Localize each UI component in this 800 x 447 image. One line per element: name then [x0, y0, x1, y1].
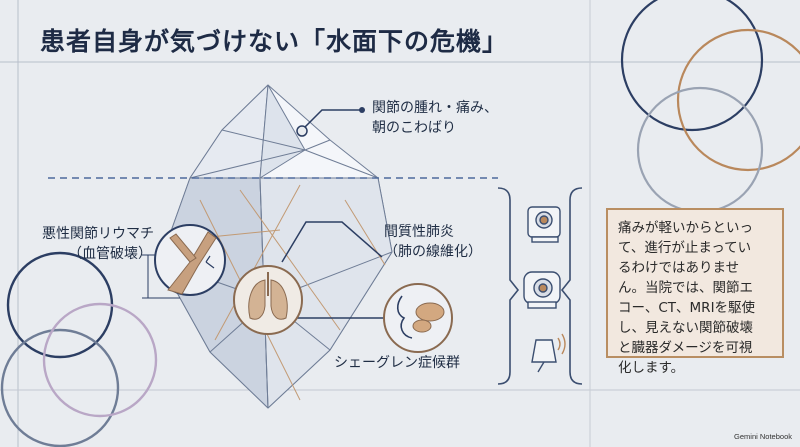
message-line: 化します。: [618, 360, 685, 376]
message-line: ん。当院では、関節エ: [618, 280, 753, 296]
message-line: るわけではありませ: [618, 260, 740, 276]
decorative-circles-top-right: [620, 0, 800, 214]
message-line: 痛みが軽いからといっ: [618, 220, 753, 236]
decorative-circles-bottom-left: [0, 251, 158, 447]
message-box: 痛みが軽いからといっ て、進行が止まってい るわけではありませ ん。当院では、関…: [606, 208, 784, 376]
vessel-detail-icon: [154, 224, 226, 296]
ultrasound-probe-icon: [531, 333, 566, 373]
label-surface-symptoms: 関節の腫れ・痛み、 朝のこわばり: [372, 100, 498, 136]
message-line: し、見えない関節破壊: [618, 320, 753, 336]
lung-icon: [233, 265, 303, 335]
brand-watermark: Gemini Notebook: [734, 432, 792, 441]
label-sjogren: シェーグレン症候群: [334, 355, 460, 371]
page-title: 患者自身が気づけない「水面下の危機」: [40, 27, 509, 56]
message-line: と臓器ダメージを可視: [618, 340, 753, 356]
ct-scanner-icon: [523, 271, 561, 309]
message-line: コー、CT、MRIを駆使: [618, 300, 756, 316]
message-line: て、進行が止まってい: [618, 240, 752, 256]
label-rheumatoid-vasculitis: 悪性関節リウマチ （血管破壊）: [42, 226, 154, 262]
salivary-gland-icon: [383, 283, 453, 353]
label-interstitial-pneumonia: 間質性肺炎 （肺の線維化）: [384, 224, 482, 260]
mri-machine-icon: [527, 206, 561, 243]
